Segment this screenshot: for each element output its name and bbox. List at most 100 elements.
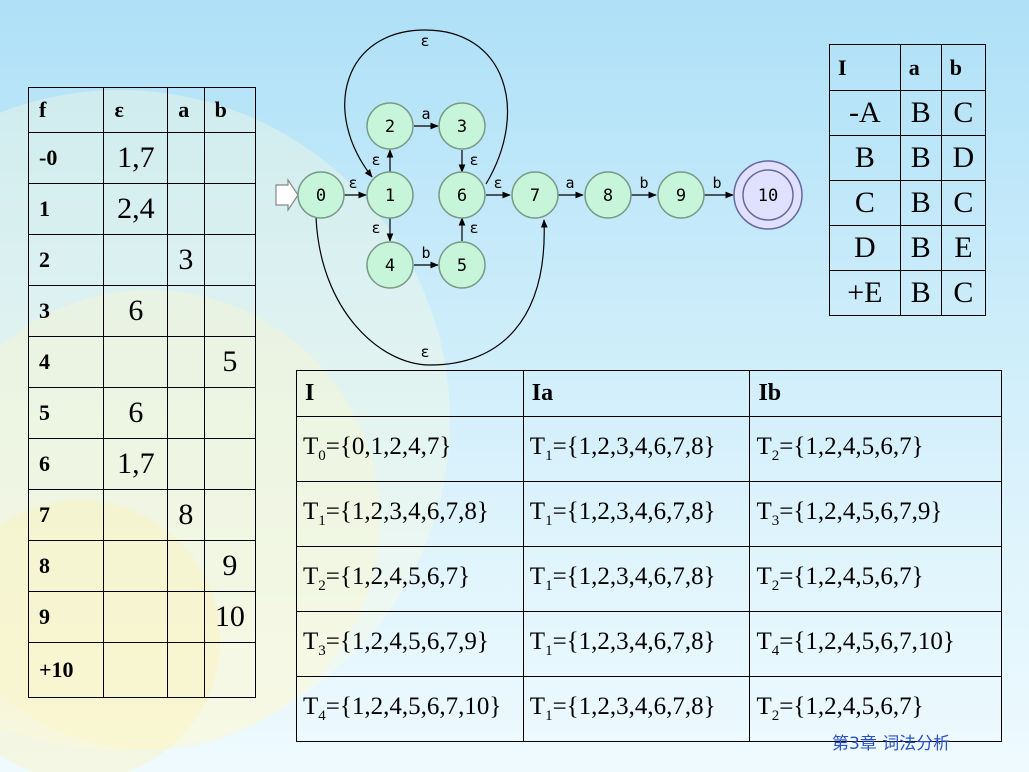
state-cell: 2 bbox=[27, 234, 105, 286]
a-cell: B bbox=[899, 90, 942, 136]
b-cell: 10 bbox=[203, 591, 257, 643]
state-cell: +E bbox=[829, 270, 901, 316]
state-cell: 9 bbox=[27, 591, 105, 643]
state-node-7 bbox=[511, 171, 559, 219]
dfa-transition-table: I a b -A B C B B D C B C D B E +E B C bbox=[829, 44, 987, 316]
node-label: 10 bbox=[758, 186, 778, 206]
i-set-cell: T0={0,1,2,4,7} bbox=[296, 416, 524, 482]
table-header-row: f ε a b bbox=[27, 87, 257, 133]
node-label: 4 bbox=[385, 256, 395, 276]
header-cell: f bbox=[27, 87, 105, 133]
edge-label: ε bbox=[420, 343, 429, 361]
table-row: +E B C bbox=[829, 270, 987, 316]
state-node-9 bbox=[657, 171, 705, 219]
table-row: T4={1,2,4,5,6,7,10} T1={1,2,3,4,6,7,8} T… bbox=[296, 676, 1002, 742]
epsilon-cell: 6 bbox=[103, 285, 169, 337]
epsilon-cell: 6 bbox=[103, 387, 169, 439]
a-cell: B bbox=[899, 270, 942, 316]
edge-label: ε bbox=[371, 151, 380, 169]
node-label: 9 bbox=[676, 186, 686, 206]
state-node-1 bbox=[366, 171, 414, 219]
i-set-cell: T3={1,2,4,5,6,7,9} bbox=[296, 611, 524, 677]
edge-label: b bbox=[639, 174, 648, 192]
epsilon-cell bbox=[103, 642, 169, 698]
epsilon-cell bbox=[103, 234, 169, 286]
ib-set-cell: T3={1,2,4,5,6,7,9} bbox=[749, 481, 1002, 547]
header-cell: I bbox=[829, 44, 901, 91]
table-row: D B E bbox=[829, 225, 987, 271]
epsilon-cell: 1,7 bbox=[103, 438, 169, 490]
node-label: 0 bbox=[316, 186, 326, 206]
epsilon-cell: 2,4 bbox=[103, 183, 169, 235]
edge-label: a bbox=[421, 105, 430, 123]
table-header-row: I Ia Ib bbox=[296, 370, 1002, 417]
ib-set-cell: T2={1,2,4,5,6,7} bbox=[749, 416, 1002, 482]
edge-label: a bbox=[565, 174, 574, 192]
state-node-10 bbox=[742, 169, 794, 221]
epsilon-cell bbox=[103, 336, 169, 388]
a-cell: 8 bbox=[167, 489, 205, 541]
edge-label: ε bbox=[371, 219, 380, 237]
state-cell: B bbox=[829, 135, 901, 181]
a-cell bbox=[167, 591, 205, 643]
table-row: 2 3 bbox=[27, 234, 257, 286]
edge-label: ε bbox=[469, 219, 478, 237]
state-cell: +10 bbox=[27, 642, 105, 698]
state-node-3 bbox=[438, 102, 486, 150]
state-cell: 7 bbox=[27, 489, 105, 541]
ia-set-cell: T1={1,2,3,4,6,7,8} bbox=[522, 546, 751, 612]
nfa-state-diagram: 0 1 2 3 4 5 6 7 8 9 10 ε ε a ε ε b ε ε a… bbox=[275, 29, 803, 366]
table-row: C B C bbox=[829, 180, 987, 226]
i-set-cell: T1={1,2,3,4,6,7,8} bbox=[296, 481, 524, 547]
table-header-row: I a b bbox=[829, 44, 987, 91]
state-cell: 3 bbox=[27, 285, 105, 337]
header-cell: I bbox=[296, 370, 524, 417]
state-node-8 bbox=[584, 171, 632, 219]
state-cell: 4 bbox=[27, 336, 105, 388]
state-cell: 5 bbox=[27, 387, 105, 439]
state-cell: 6 bbox=[27, 438, 105, 490]
node-label: 5 bbox=[457, 256, 467, 276]
edge-label: b bbox=[421, 244, 430, 262]
table-row: 3 6 bbox=[27, 285, 257, 337]
b-cell bbox=[203, 387, 257, 439]
header-cell: Ib bbox=[749, 370, 1002, 417]
edge-0-7-loop bbox=[315, 216, 548, 366]
a-cell bbox=[167, 642, 205, 698]
edge-label: b bbox=[712, 174, 721, 192]
header-cell: b bbox=[940, 44, 987, 91]
a-cell: B bbox=[899, 225, 942, 271]
node-label: 1 bbox=[385, 186, 395, 206]
i-set-cell: T2={1,2,4,5,6,7} bbox=[296, 546, 524, 612]
nfa-transition-table: f ε a b -0 1,7 1 2,4 2 3 3 6 bbox=[27, 87, 257, 698]
start-arrow bbox=[275, 178, 299, 212]
state-node-0 bbox=[297, 171, 345, 219]
edge-label: ε bbox=[493, 174, 502, 192]
ia-set-cell: T1={1,2,3,4,6,7,8} bbox=[522, 481, 751, 547]
epsilon-cell bbox=[103, 591, 169, 643]
epsilon-cell bbox=[103, 540, 169, 592]
header-cell: a bbox=[899, 44, 942, 91]
header-cell: Ia bbox=[522, 370, 751, 417]
ib-set-cell: T4={1,2,4,5,6,7,10} bbox=[749, 611, 1002, 677]
state-node-4 bbox=[366, 241, 414, 289]
b-cell: C bbox=[940, 270, 987, 316]
a-cell: B bbox=[899, 180, 942, 226]
a-cell bbox=[167, 183, 205, 235]
state-cell: 8 bbox=[27, 540, 105, 592]
edge-6-1-loop bbox=[344, 29, 509, 185]
a-cell: 3 bbox=[167, 234, 205, 286]
table-row: 4 5 bbox=[27, 336, 257, 388]
state-cell: -0 bbox=[27, 132, 105, 184]
state-cell: -A bbox=[829, 90, 901, 136]
table-row: 9 10 bbox=[27, 591, 257, 643]
b-cell: C bbox=[940, 90, 987, 136]
table-row: T1={1,2,3,4,6,7,8} T1={1,2,3,4,6,7,8} T3… bbox=[296, 481, 1002, 547]
node-label: 3 bbox=[457, 117, 467, 137]
header-cell: ε bbox=[103, 87, 169, 133]
b-cell bbox=[203, 285, 257, 337]
a-cell bbox=[167, 540, 205, 592]
edge-label: ε bbox=[420, 32, 429, 50]
ia-set-cell: T1={1,2,3,4,6,7,8} bbox=[522, 416, 751, 482]
i-set-cell: T4={1,2,4,5,6,7,10} bbox=[296, 676, 524, 742]
